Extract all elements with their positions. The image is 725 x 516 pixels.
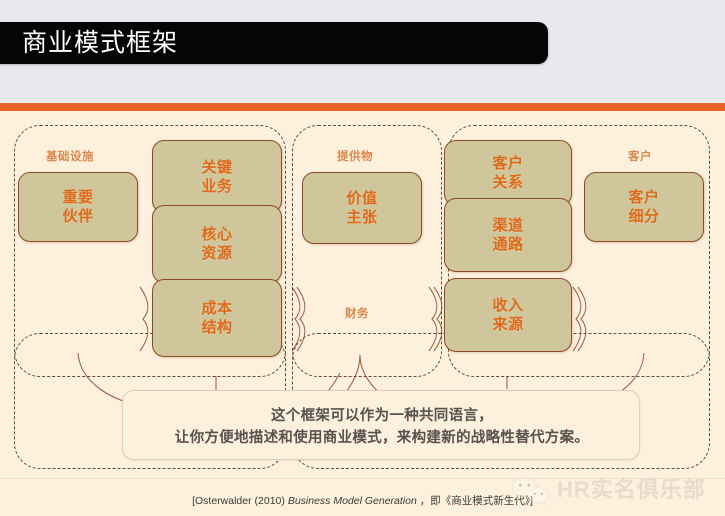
region-label-finance: 财务 [345,308,369,320]
block-key-resources[interactable]: 核心 资源 [152,205,282,283]
citation-work-title: Business Model Generation [287,495,417,507]
block-label: 收入 来源 [492,297,524,333]
block-value-proposition[interactable]: 价值 主张 [302,172,422,244]
block-label: 核心 资源 [201,226,233,262]
diagram-canvas: 基础设施 提供物 客户 财务 重要 伙伴 关键 业务 核心 资源 成本 结构 价… [0,111,725,516]
block-revenue-streams[interactable]: 收入 来源 [444,278,572,352]
citation-prefix: [Osterwalder (2010) [192,495,288,507]
caption-box: 这个框架可以作为一种共同语言， 让你方便地描述和使用商业模式，来构建新的战略性替… [122,390,640,460]
block-key-partners[interactable]: 重要 伙伴 [18,172,138,242]
caption-text: 这个框架可以作为一种共同语言， 让你方便地描述和使用商业模式，来构建新的战略性替… [174,408,590,446]
block-label: 客户 细分 [628,189,660,225]
region-label-infrastructure: 基础设施 [46,151,94,163]
block-customer-relations[interactable]: 客户 关系 [444,140,572,206]
block-label: 成本 结构 [201,300,233,336]
block-label: 客户 关系 [492,155,524,191]
citation-suffix: ，即《商业模式新生代》] [416,495,533,507]
block-customer-segments[interactable]: 客户 细分 [584,172,704,242]
page-title: 商业模式框架 [22,29,179,57]
block-label: 价值 主张 [346,190,378,226]
block-label: 渠道 通路 [492,217,524,253]
block-cost-structure[interactable]: 成本 结构 [152,279,282,357]
block-key-activities[interactable]: 关键 业务 [152,140,282,213]
block-label: 关键 业务 [201,158,233,195]
footer-divider [0,478,725,479]
citation: [Osterwalder (2010) Business Model Gener… [0,494,725,508]
region-label-customer: 客户 [628,151,652,163]
block-channels[interactable]: 渠道 通路 [444,198,572,272]
accent-divider [0,103,725,111]
title-bar: 商业模式框架 [0,22,548,64]
block-label: 重要 伙伴 [62,189,94,225]
region-label-offering: 提供物 [337,151,373,163]
region-offering [292,125,442,377]
region-infrastructure [14,125,286,377]
